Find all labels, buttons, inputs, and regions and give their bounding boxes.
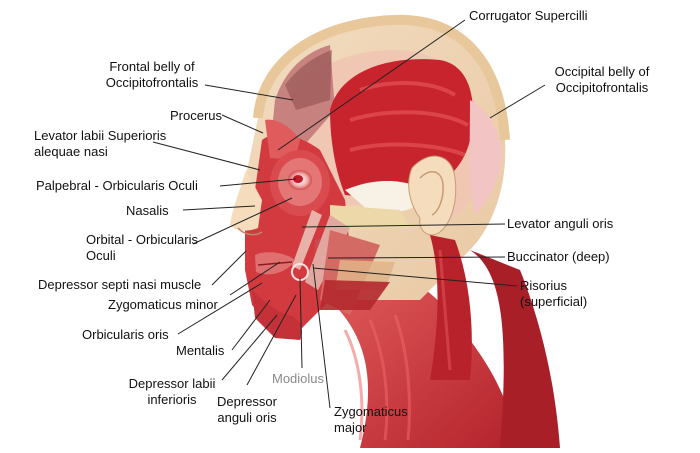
label-zyg-major-line2: major (334, 420, 367, 435)
label-mentalis: Mentalis (176, 343, 225, 358)
label-occipital-belly: Occipital belly of Occipitofrontalis (542, 64, 662, 96)
leader-depressor-anguli (246, 294, 297, 386)
label-risorius: Risorius (superficial) (520, 278, 587, 310)
label-levator-anguli-oris: Levator anguli oris (507, 216, 614, 231)
trapezius (470, 250, 560, 448)
leader-levator-labii (152, 141, 261, 171)
leader-corrugator (277, 19, 466, 151)
occipital-belly (469, 100, 502, 215)
label-risorius-line1: Risorius (520, 278, 567, 293)
label-risorius-line2: (superficial) (520, 294, 588, 309)
label-orbital-oculi: Orbital - Orbicularis Oculi (86, 232, 198, 264)
label-frontal-line1: Frontal belly of (109, 59, 195, 74)
leader-lines (152, 19, 546, 409)
label-depressor-labii-line1: Depressor labii (128, 376, 216, 391)
leader-modiolus (299, 277, 303, 369)
label-palpebral: Palpebral - Orbicularis Oculi (36, 178, 198, 193)
neck-muscles (330, 280, 520, 448)
label-nasalis: Nasalis (126, 203, 169, 218)
leader-mentalis (231, 299, 271, 351)
label-depressor-septi: Depressor septi nasi muscle (38, 277, 202, 292)
leader-orbicularis-oris (177, 282, 263, 335)
label-occipital-line1: Occipital belly of (554, 64, 650, 79)
label-depressor-anguli: Depressor anguli oris (202, 394, 292, 426)
label-buccinator: Buccinator (deep) (507, 249, 610, 264)
leader-nasalis (182, 205, 256, 211)
label-frontal-line2: Occipitofrontalis (105, 75, 199, 90)
leader-levator-anguli (301, 223, 506, 228)
leader-depressor-labii (221, 314, 278, 381)
label-zygomaticus-minor: Zygomaticus minor (108, 297, 218, 312)
label-zygomaticus-major: Zygomaticus major (334, 404, 408, 436)
zygomatic-arch (330, 205, 410, 230)
label-depressor-labii-line2: inferioris (147, 392, 197, 407)
label-modiolus: Modiolus (272, 371, 325, 386)
ear (408, 155, 457, 236)
leader-buccinator (327, 256, 506, 259)
label-orbital-line2: Oculi (86, 248, 116, 263)
leader-occipital (489, 84, 546, 119)
label-depressor-labii: Depressor labii inferioris (117, 376, 227, 408)
label-procerus: Procerus (170, 108, 223, 123)
zygomaticus-minor (292, 210, 322, 270)
label-frontal-belly: Frontal belly of Occipitofrontalis (92, 59, 212, 91)
label-depressor-anguli-line2: anguli oris (217, 410, 277, 425)
leader-zyg-minor (229, 261, 281, 296)
label-levator-labii-line1: Levator labii Superioris (34, 128, 167, 143)
label-occipital-line2: Occipitofrontalis (555, 80, 649, 95)
label-corrugator-supercilli: Corrugator Supercilli (469, 8, 588, 23)
leader-procerus (221, 114, 264, 134)
leader-risorius (312, 267, 518, 287)
chin (252, 290, 303, 340)
procerus-muscle (265, 119, 300, 160)
leader-orbital (192, 197, 293, 245)
label-orbicularis-oris: Orbicularis oris (82, 327, 169, 342)
label-zyg-major-line1: Zygomaticus (334, 404, 408, 419)
leader-depressor-septi (211, 250, 247, 286)
frontal-belly-dark (285, 50, 332, 110)
label-levator-labii: Levator labii Superioris alequae nasi (34, 128, 166, 160)
hair-outline (253, 14, 510, 141)
leader-palpebral (219, 178, 297, 187)
leader-zyg-major (312, 263, 331, 409)
label-depressor-anguli-line1: Depressor (217, 394, 277, 409)
label-orbital-line1: Orbital - Orbicularis (86, 232, 198, 247)
leader-frontal (204, 84, 294, 101)
label-levator-labii-line2: alequae nasi (34, 144, 108, 159)
